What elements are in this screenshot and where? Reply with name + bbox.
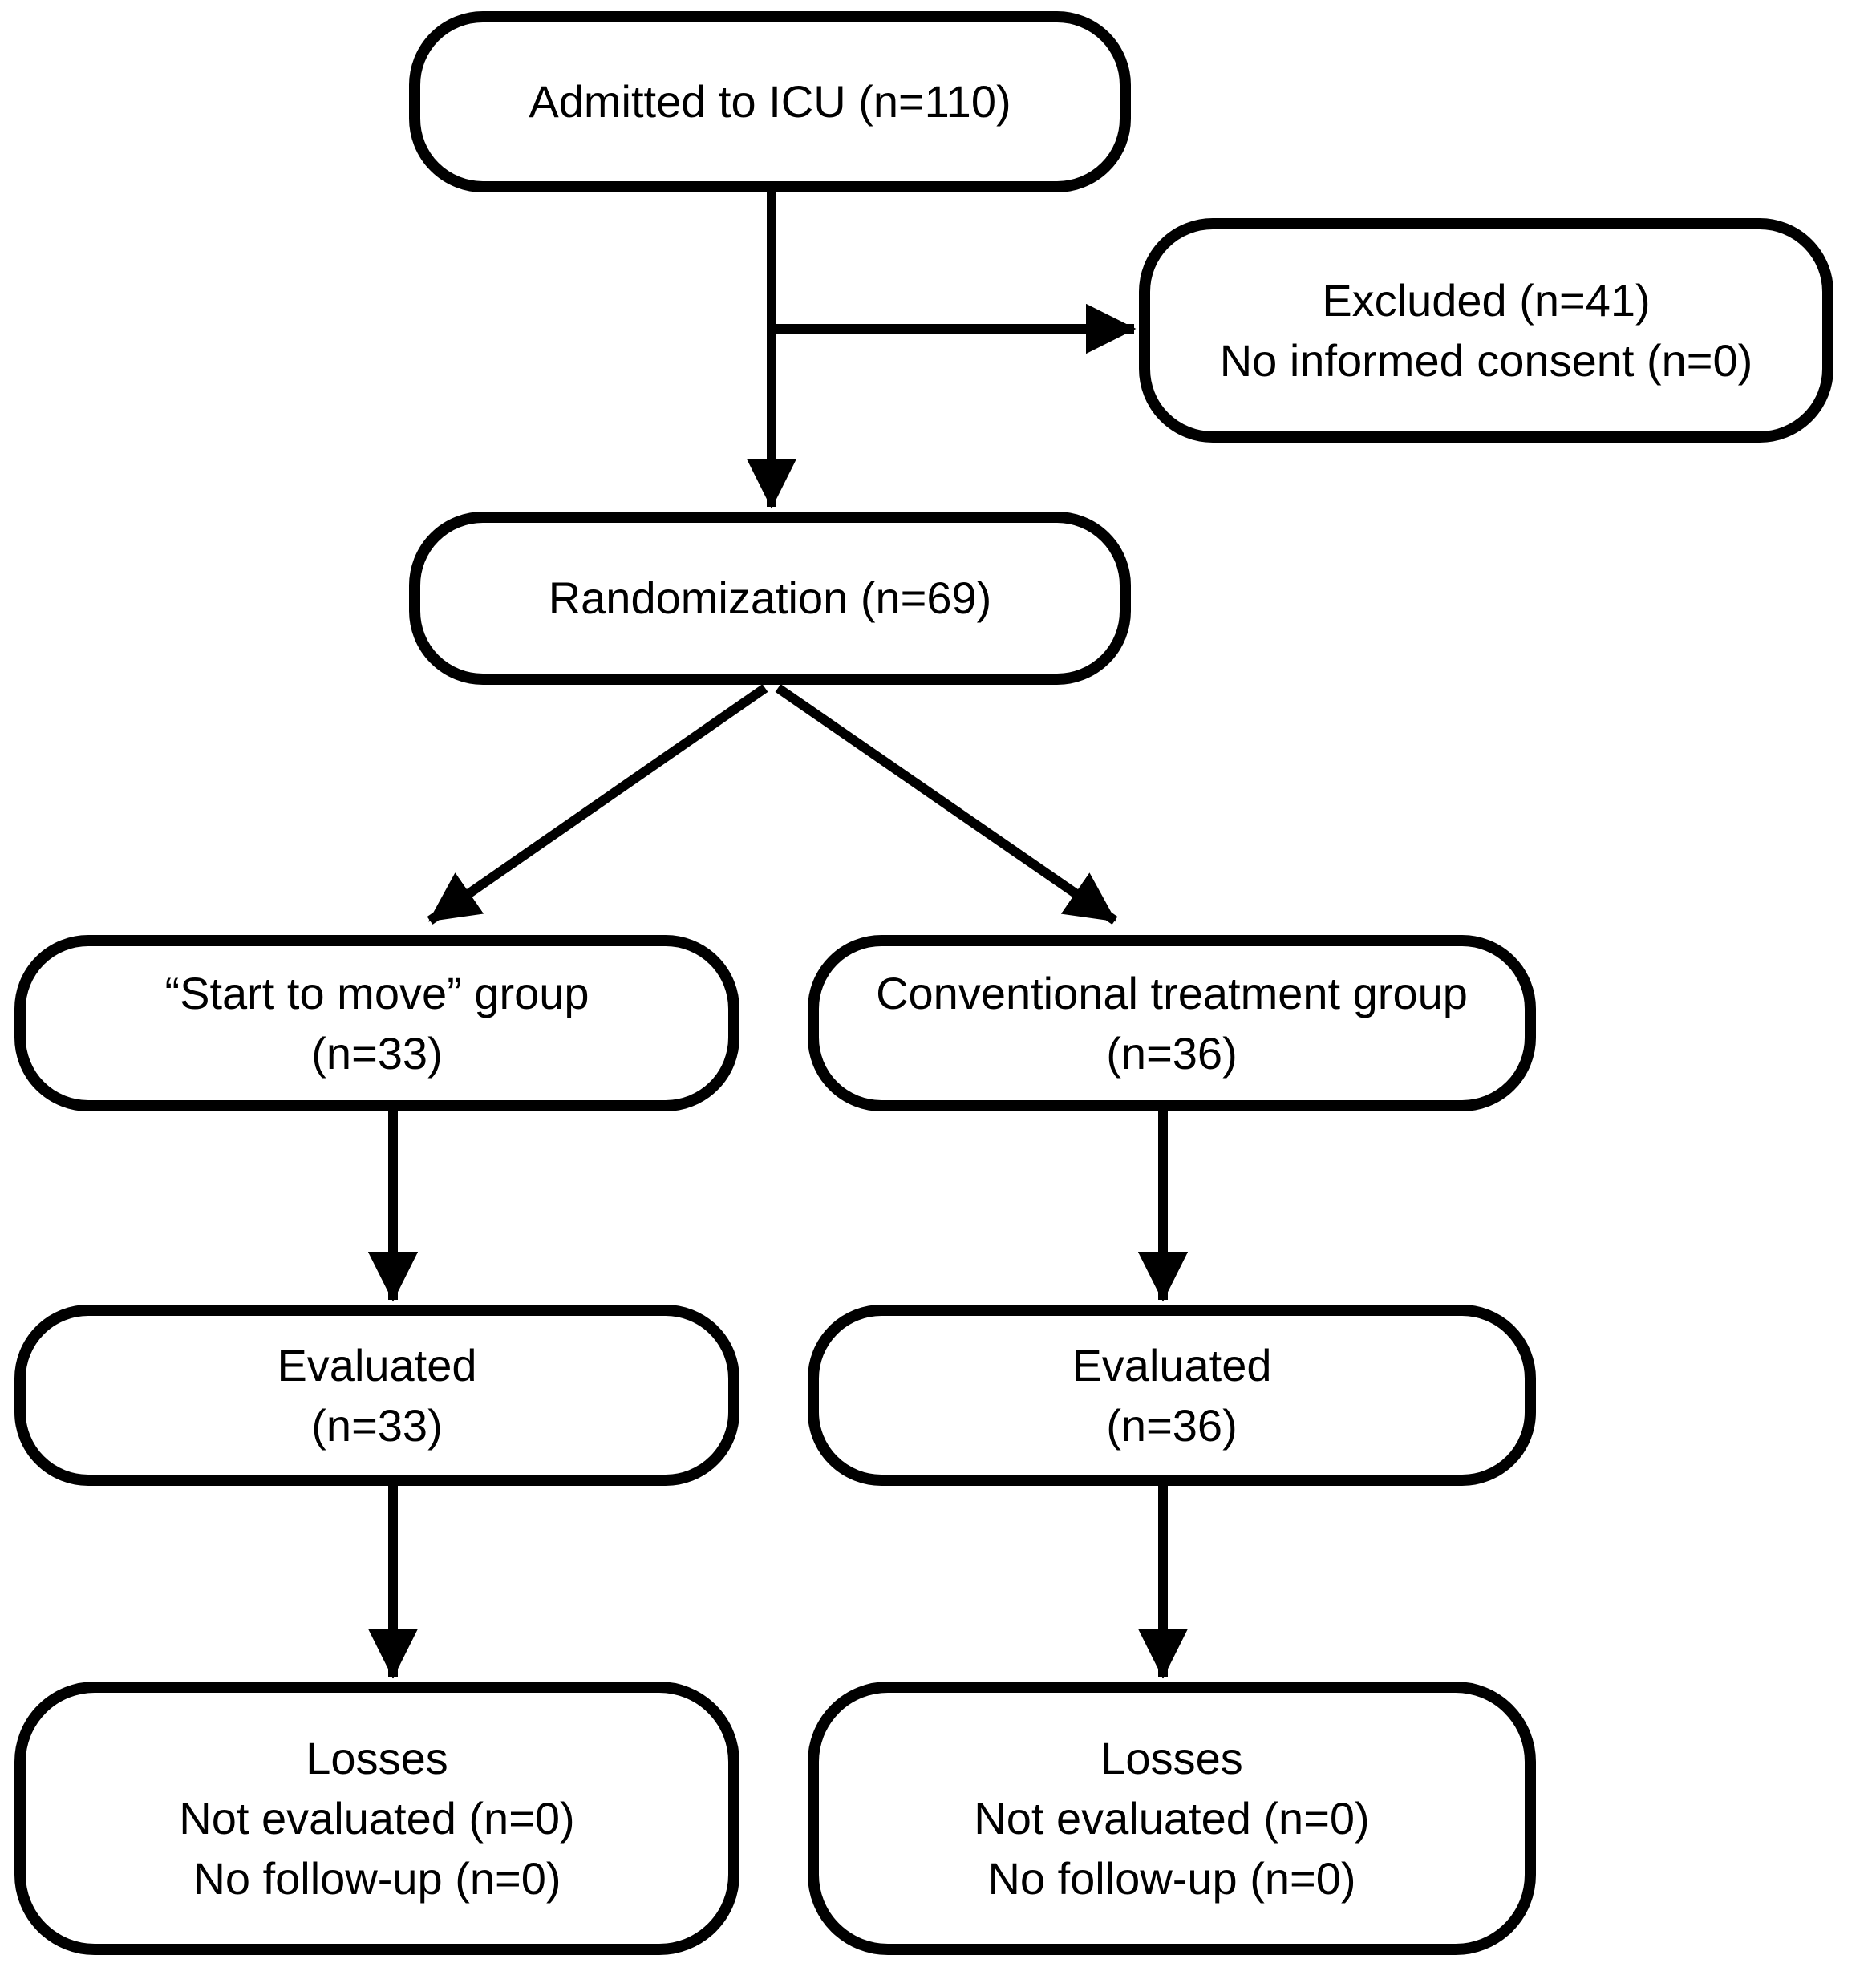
node-line: Admitted to ICU (n=110) xyxy=(529,76,1011,127)
node-line: Evaluated xyxy=(277,1339,477,1390)
node-line: (n=33) xyxy=(311,1028,443,1079)
node-admitted-to-icu: Admitted to ICU (n=110) xyxy=(409,11,1131,192)
node-evaluated-conventional: Evaluated (n=36) xyxy=(808,1305,1536,1486)
node-randomization: Randomization (n=69) xyxy=(409,512,1131,685)
node-losses-start-to-move: Losses Not evaluated (n=0) No follow-up … xyxy=(14,1682,739,1955)
node-line: No informed consent (n=0) xyxy=(1219,335,1753,386)
node-line: Conventional treatment group xyxy=(876,967,1468,1018)
node-line: “Start to move” group xyxy=(164,967,590,1018)
node-evaluated-start-to-move: Evaluated (n=33) xyxy=(14,1305,739,1486)
node-line: Not evaluated (n=0) xyxy=(179,1792,575,1844)
node-line: Evaluated xyxy=(1072,1339,1272,1390)
node-conventional-treatment-group: Conventional treatment group (n=36) xyxy=(808,935,1536,1111)
node-line: (n=36) xyxy=(1106,1028,1238,1079)
node-line: Not evaluated (n=0) xyxy=(974,1792,1370,1844)
node-line: Losses xyxy=(1100,1732,1243,1783)
node-line: Excluded (n=41) xyxy=(1322,274,1651,326)
node-line: (n=33) xyxy=(311,1400,443,1451)
edge-randomization-to-conventional-arrow xyxy=(775,684,1118,925)
node-line: Losses xyxy=(306,1732,448,1783)
node-losses-conventional: Losses Not evaluated (n=0) No follow-up … xyxy=(808,1682,1536,1955)
node-line: (n=36) xyxy=(1106,1400,1238,1451)
node-line: Randomization (n=69) xyxy=(548,573,992,624)
node-line: No follow-up (n=0) xyxy=(192,1853,561,1904)
edge-randomization-to-start-to-move-arrow xyxy=(427,684,768,925)
node-start-to-move-group: “Start to move” group (n=33) xyxy=(14,935,739,1111)
node-excluded: Excluded (n=41) No informed consent (n=0… xyxy=(1139,218,1833,443)
node-line: No follow-up (n=0) xyxy=(987,1853,1356,1904)
